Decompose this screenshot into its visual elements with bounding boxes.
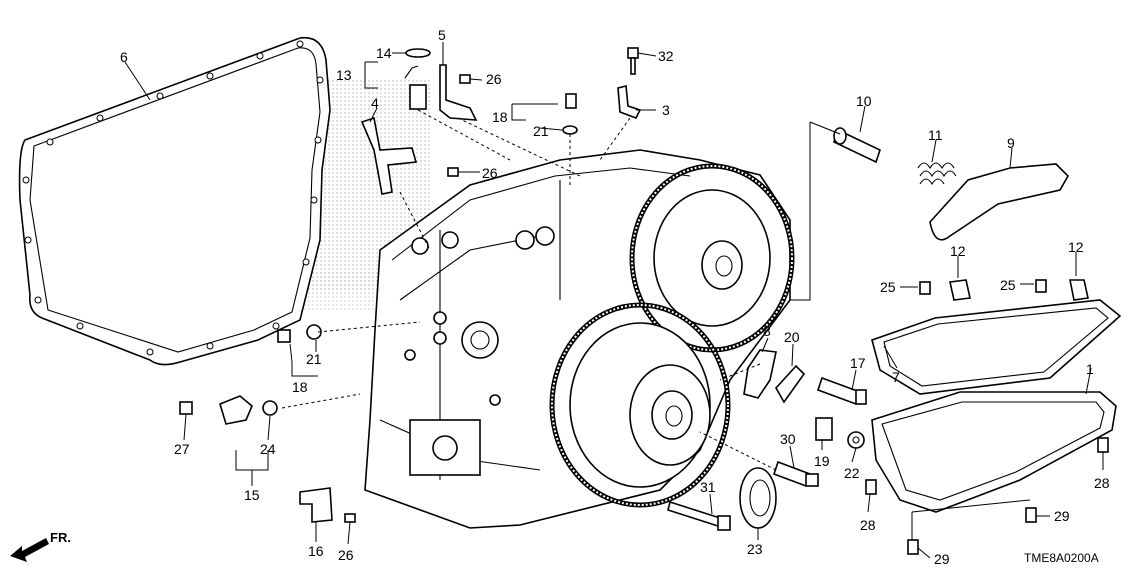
small-parts: [179, 47, 1122, 555]
callout-18b: 18: [292, 379, 308, 395]
callout-10: 10: [856, 93, 872, 109]
callout-20: 20: [784, 329, 800, 345]
callout-29a: 29: [1054, 508, 1070, 524]
callout-14: 14: [376, 45, 392, 61]
callout-8: 8: [763, 323, 771, 339]
callout-31: 31: [700, 479, 716, 495]
callout-15: 15: [244, 487, 260, 503]
callout-30: 30: [780, 431, 796, 447]
callout-labels: 1 3 4 5 6 7 8 9 10 11 12 12 13 14 15 16 …: [120, 27, 1110, 567]
callout-16: 16: [308, 543, 324, 559]
callout-26a: 26: [486, 71, 502, 87]
leader-lines: [124, 42, 1104, 559]
callout-26b: 26: [482, 165, 498, 181]
callout-24: 24: [260, 441, 276, 457]
callout-19: 19: [814, 453, 830, 469]
callout-26c: 26: [338, 547, 354, 563]
callout-28b: 28: [1094, 475, 1110, 491]
callout-17: 17: [850, 355, 866, 371]
front-direction-arrow: FR.: [10, 530, 71, 562]
callout-12a: 12: [950, 243, 966, 259]
callout-28a: 28: [860, 517, 876, 533]
callout-32: 32: [658, 48, 674, 64]
diagram-code: TME8A0200A: [1024, 551, 1099, 565]
callout-12b: 12: [1068, 239, 1084, 255]
callout-9: 9: [1007, 135, 1015, 151]
callout-25a: 25: [880, 279, 896, 295]
transmission-case: [364, 149, 795, 529]
callout-27: 27: [174, 441, 190, 457]
callout-21a: 21: [533, 123, 549, 139]
callout-23: 23: [747, 541, 763, 557]
case-gasket: [18, 36, 331, 366]
callout-13: 13: [336, 67, 352, 83]
callout-29b: 29: [934, 551, 950, 567]
callout-1: 1: [1086, 361, 1094, 377]
callout-21b: 21: [306, 351, 322, 367]
callout-5: 5: [438, 27, 446, 43]
callout-11: 11: [928, 127, 943, 143]
callout-4: 4: [371, 95, 379, 111]
callout-18a: 18: [492, 109, 508, 125]
callout-22: 22: [844, 465, 860, 481]
front-label: FR.: [50, 530, 71, 545]
callout-6: 6: [120, 49, 128, 65]
callout-7: 7: [892, 369, 900, 385]
callout-25b: 25: [1000, 277, 1016, 293]
callout-3: 3: [662, 102, 670, 118]
